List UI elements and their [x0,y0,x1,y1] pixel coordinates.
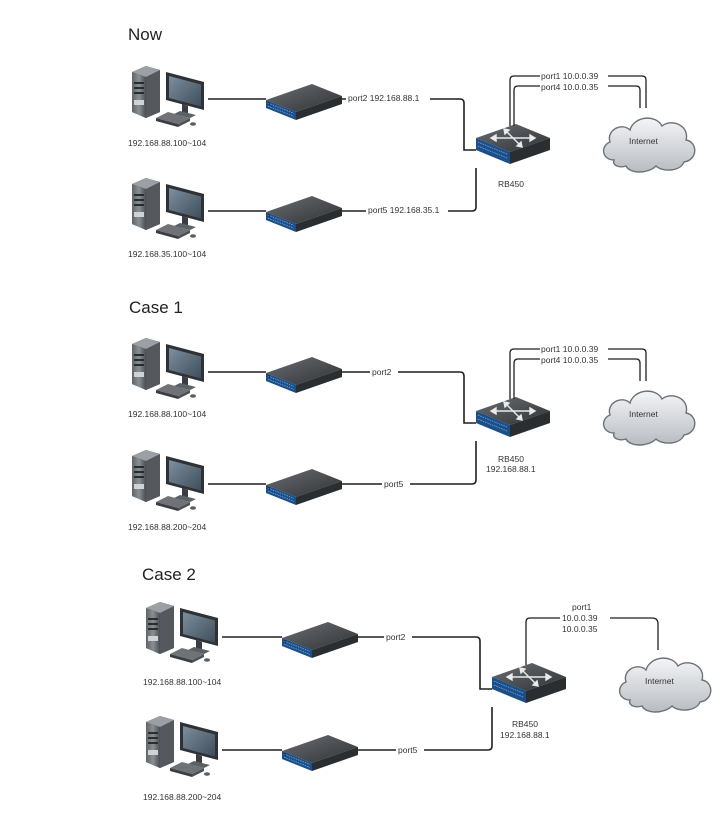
router-name: RB450 [512,719,538,729]
cable [342,371,476,424]
wan-port-label: port1 10.0.0.39 [541,344,598,354]
section-title: Case 1 [129,298,183,317]
switch-icon [265,83,343,121]
computer-icon [132,450,204,511]
router-icon [475,123,551,165]
router-icon [491,662,567,704]
wan-port-label: port1 [572,602,592,612]
computer-icon [132,178,204,239]
cloud-label: Internet [629,136,658,146]
router-name: RB450 [498,179,524,189]
switch-icon [265,468,343,506]
cable [358,636,492,690]
cloud-label: Internet [629,409,658,419]
wan-port-label: port1 10.0.0.39 [541,71,598,81]
computer-icon [132,66,204,127]
router-ip: 192.168.88.1 [500,730,550,740]
cable [342,98,476,151]
section-now: Now 192.168.88.100~104 192.168.35.100~10… [128,25,696,259]
port-label: port2 192.168.88.1 [348,93,420,103]
port-label: port5 192.168.35.1 [368,205,440,215]
cable [358,707,493,751]
computer-icon [132,338,204,399]
pc-ip-label: 192.168.35.100~104 [128,249,207,259]
computer-icon [146,602,218,663]
switch-icon [281,621,359,659]
switch-icon [265,356,343,394]
switch-icon [281,734,359,772]
pc-ip-label: 192.168.88.200~204 [128,522,207,532]
section-title: Now [128,25,163,44]
section-case-2: Case 2 192.168.88.100~104 192.168.88.200… [142,565,712,802]
section-title: Case 2 [142,565,196,584]
wan-port-label: 10.0.0.35 [562,624,598,634]
switch-icon [265,195,343,233]
pc-ip-label: 192.168.88.100~104 [143,677,222,687]
port-label: port2 [386,632,406,642]
router-icon [475,396,551,438]
pc-ip-label: 192.168.88.100~104 [128,138,207,148]
port-label: port2 [372,367,392,377]
wan-port-label: port4 10.0.0.35 [541,82,598,92]
cloud-label: Internet [645,676,674,686]
wan-port-label: 10.0.0.39 [562,613,598,623]
section-case-1: Case 1 192.168.88.100~104 192.168.88.200… [128,298,696,532]
cable [342,441,477,485]
cable [342,168,477,212]
router-name: RB450 [498,454,524,464]
port-label: port5 [398,745,418,755]
port-label: port5 [384,479,404,489]
pc-ip-label: 192.168.88.200~204 [143,792,222,802]
computer-icon [146,716,218,777]
wan-port-label: port4 10.0.0.35 [541,355,598,365]
router-ip: 192.168.88.1 [486,464,536,474]
pc-ip-label: 192.168.88.100~104 [128,409,207,419]
